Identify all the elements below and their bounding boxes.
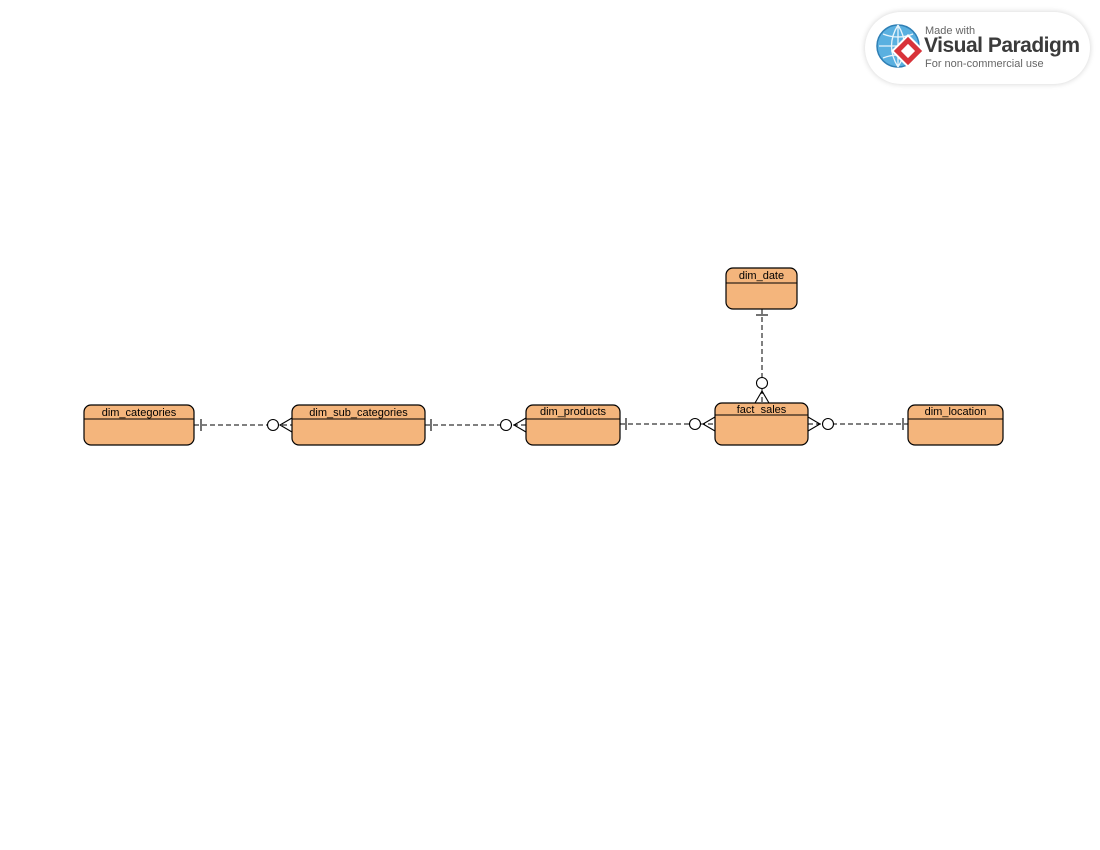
entity-name: dim_location [925,406,987,418]
entity-name: dim_categories [102,407,177,419]
many-marker [807,416,822,432]
zero-marker [266,418,280,432]
watermark-brand: Visual Paradigm [924,34,1080,57]
entity-name: dim_date [739,270,784,282]
visual-paradigm-watermark: Made with Visual Paradigm For non-commer… [865,12,1090,84]
relationship-location-sales [807,416,908,432]
visual-paradigm-logo-icon [876,24,925,68]
entity-dim-date[interactable]: dim_date [725,267,798,310]
many-marker [754,389,770,404]
relationship-date-sales [754,309,770,404]
zero-marker [755,376,769,390]
entity-name: fact_sales [737,404,787,416]
zero-marker [821,417,835,431]
entity-name: dim_products [540,406,607,418]
entity-dim-location[interactable]: dim_location [907,404,1004,446]
relationship-products-sales [620,416,716,432]
many-marker [512,417,527,433]
many-marker [701,416,716,432]
relationship-subcategories-products [425,417,527,433]
many-marker [278,417,293,433]
watermark-made-with: Made with [925,25,976,37]
entity-name: dim_sub_categories [309,407,408,419]
zero-marker [688,417,702,431]
entity-fact-sales[interactable]: fact_sales [714,402,809,446]
entities: dim_categories dim_sub_categories dim_pr… [83,267,1004,446]
relationship-categories-subcategories [194,417,293,433]
entity-dim-sub-categories[interactable]: dim_sub_categories [291,404,426,446]
relationships [194,309,908,433]
zero-marker [499,418,513,432]
entity-dim-products[interactable]: dim_products [525,404,621,446]
entity-dim-categories[interactable]: dim_categories [83,404,195,446]
watermark-usage: For non-commercial use [925,58,1044,70]
